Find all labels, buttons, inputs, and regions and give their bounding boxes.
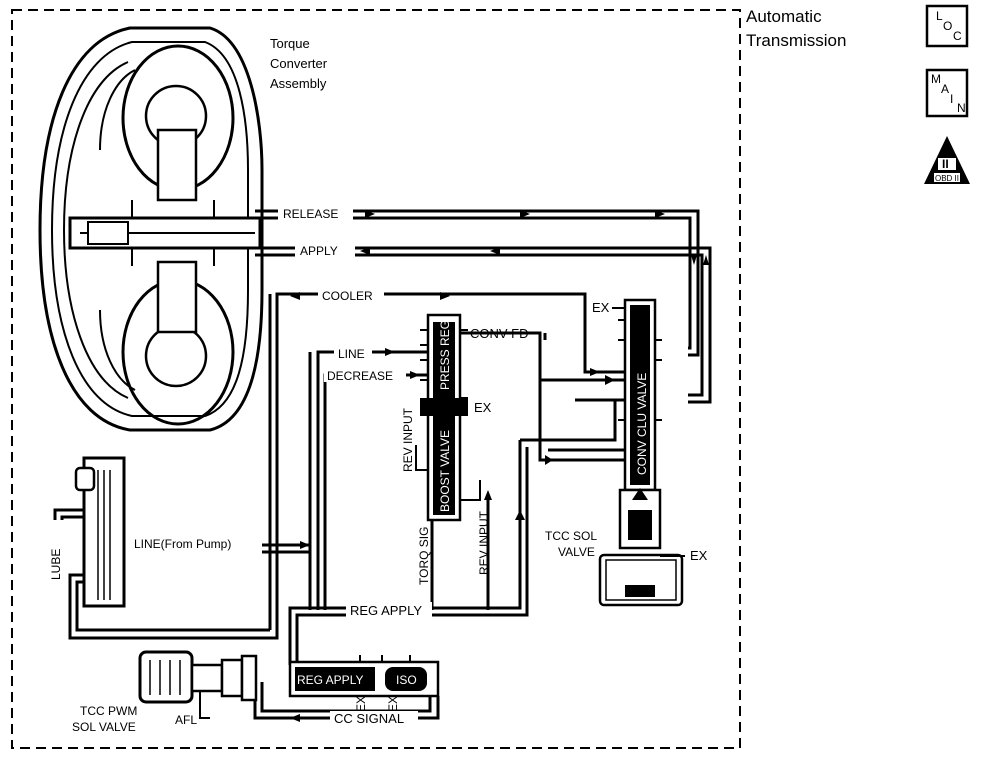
reg-apply-line <box>288 440 529 665</box>
release-label: RELEASE <box>283 207 338 221</box>
rev-input-left-label: REV INPUT <box>401 407 415 472</box>
apply-line <box>255 243 712 404</box>
line-from-pump <box>262 541 310 554</box>
svg-text:L: L <box>936 9 943 23</box>
tcc-sol-label-2: VALVE <box>558 545 595 559</box>
torque-label-1: Torque <box>270 36 310 51</box>
press-reg-label: PRESS REG <box>438 320 452 390</box>
conv-fd-label: CONV FD <box>470 326 529 341</box>
reg-apply-valve <box>288 655 440 698</box>
press-reg-boost-valve <box>415 313 481 522</box>
main-badge: M A I N <box>925 68 969 118</box>
svg-text:C: C <box>953 29 962 43</box>
conv-clu-valve-label: CONV CLU VALVE <box>635 373 649 475</box>
line-label: LINE <box>338 347 365 361</box>
title-line2: Transmission <box>746 31 846 50</box>
lube-cooler <box>53 456 279 640</box>
svg-text:OBD II: OBD II <box>935 174 959 183</box>
release-line <box>255 206 700 357</box>
tcc-pwm-label-2: SOL VALVE <box>72 720 136 734</box>
ex-a-label: EX <box>354 696 368 712</box>
svg-text:M: M <box>931 72 941 86</box>
svg-text:A: A <box>941 82 949 96</box>
tcc-pwm-sol-valve <box>138 650 258 719</box>
boost-valve-label: BOOST VALVE <box>438 430 452 512</box>
cooler-label: COOLER <box>322 289 373 303</box>
decrease-label: DECREASE <box>327 369 393 383</box>
torq-sig-label: TORQ SIG <box>417 527 431 585</box>
title-line1: Automatic <box>746 7 822 26</box>
svg-text:II: II <box>942 157 949 171</box>
lube-label: LUBE <box>49 549 63 580</box>
iso-label: ISO <box>396 673 417 687</box>
torque-label-3: Assembly <box>270 76 327 91</box>
torque-label-2: Converter <box>270 56 328 71</box>
tcc-pwm-label-1: TCC PWM <box>80 704 137 718</box>
conv-fd-line <box>460 331 625 385</box>
cc-signal-label: CC SIGNAL <box>334 711 404 726</box>
svg-text:I: I <box>950 92 953 106</box>
torque-converter <box>38 26 264 432</box>
reg-apply-line-label: REG APPLY <box>350 603 422 618</box>
tcc-sol-valve <box>598 488 685 607</box>
line-decrease-lines <box>308 346 428 610</box>
svg-text:O: O <box>943 19 952 33</box>
conv-clu-valve <box>520 298 662 492</box>
apply-label: APPLY <box>300 244 338 258</box>
reg-apply-valve-label: REG APPLY <box>297 673 363 687</box>
ex-b-label: EX <box>386 696 400 712</box>
svg-text:N: N <box>957 101 966 115</box>
ex-boost-label: EX <box>474 400 492 415</box>
tcc-sol-label-1: TCC SOL <box>545 529 597 543</box>
ex-sol-label: EX <box>690 548 708 563</box>
line-from-pump-label: LINE(From Pump) <box>134 537 231 551</box>
obd-ii-badge: II OBD II <box>924 136 970 184</box>
loc-badge: L O C <box>925 4 969 48</box>
ex-top-label: EX <box>592 300 610 315</box>
afl-label: AFL <box>175 713 197 727</box>
transmission-boundary <box>11 9 741 749</box>
